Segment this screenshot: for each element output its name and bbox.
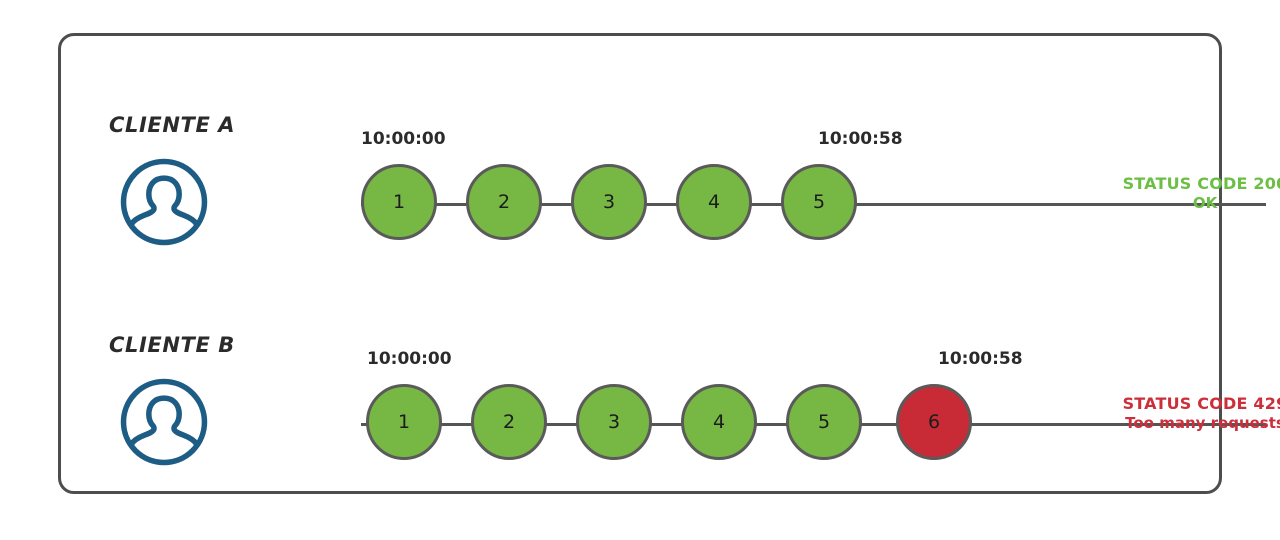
status-badge-a: STATUS CODE 200 OK — [1090, 174, 1280, 214]
client-b-label: CLIENTE B — [109, 333, 235, 357]
request-node[interactable]: 2 — [466, 164, 542, 240]
timestamp-a-end: 10:00:58 — [818, 129, 903, 149]
timestamp-b-end: 10:00:58 — [938, 349, 1023, 369]
status-badge-b: STATUS CODE 429 Too many requests — [1090, 394, 1280, 434]
timestamp-b-start: 10:00:00 — [367, 349, 452, 369]
user-avatar-icon — [118, 376, 210, 468]
request-node[interactable]: 4 — [681, 384, 757, 460]
request-node[interactable]: 5 — [781, 164, 857, 240]
client-row-b: CLIENTE B 10:00:00 10:00:58 1 2 3 4 5 6 … — [61, 291, 1280, 491]
request-node[interactable]: 1 — [361, 164, 437, 240]
request-node[interactable]: 3 — [576, 384, 652, 460]
client-a-label: CLIENTE A — [109, 113, 236, 137]
request-node[interactable]: 5 — [786, 384, 862, 460]
client-row-a: CLIENTE A 10:00:00 10:00:58 1 2 3 4 5 ST… — [61, 71, 1280, 271]
request-node-rejected[interactable]: 6 — [896, 384, 972, 460]
request-node[interactable]: 4 — [676, 164, 752, 240]
diagram-frame: CLIENTE A 10:00:00 10:00:58 1 2 3 4 5 ST… — [58, 33, 1280, 494]
request-node[interactable]: 2 — [471, 384, 547, 460]
request-node[interactable]: 3 — [571, 164, 647, 240]
user-avatar-icon — [118, 156, 210, 248]
timeline-b: 10:00:00 10:00:58 1 2 3 4 5 6 STATUS COD… — [304, 349, 1280, 471]
timeline-a: 10:00:00 10:00:58 1 2 3 4 5 STATUS CODE … — [304, 129, 1280, 251]
request-node[interactable]: 1 — [366, 384, 442, 460]
status-a-text: OK — [1192, 194, 1218, 213]
status-b-text: Too many requests — [1125, 414, 1280, 433]
status-b-code: STATUS CODE 429 — [1122, 394, 1280, 413]
status-a-code: STATUS CODE 200 — [1122, 174, 1280, 193]
timestamp-a-start: 10:00:00 — [361, 129, 446, 149]
